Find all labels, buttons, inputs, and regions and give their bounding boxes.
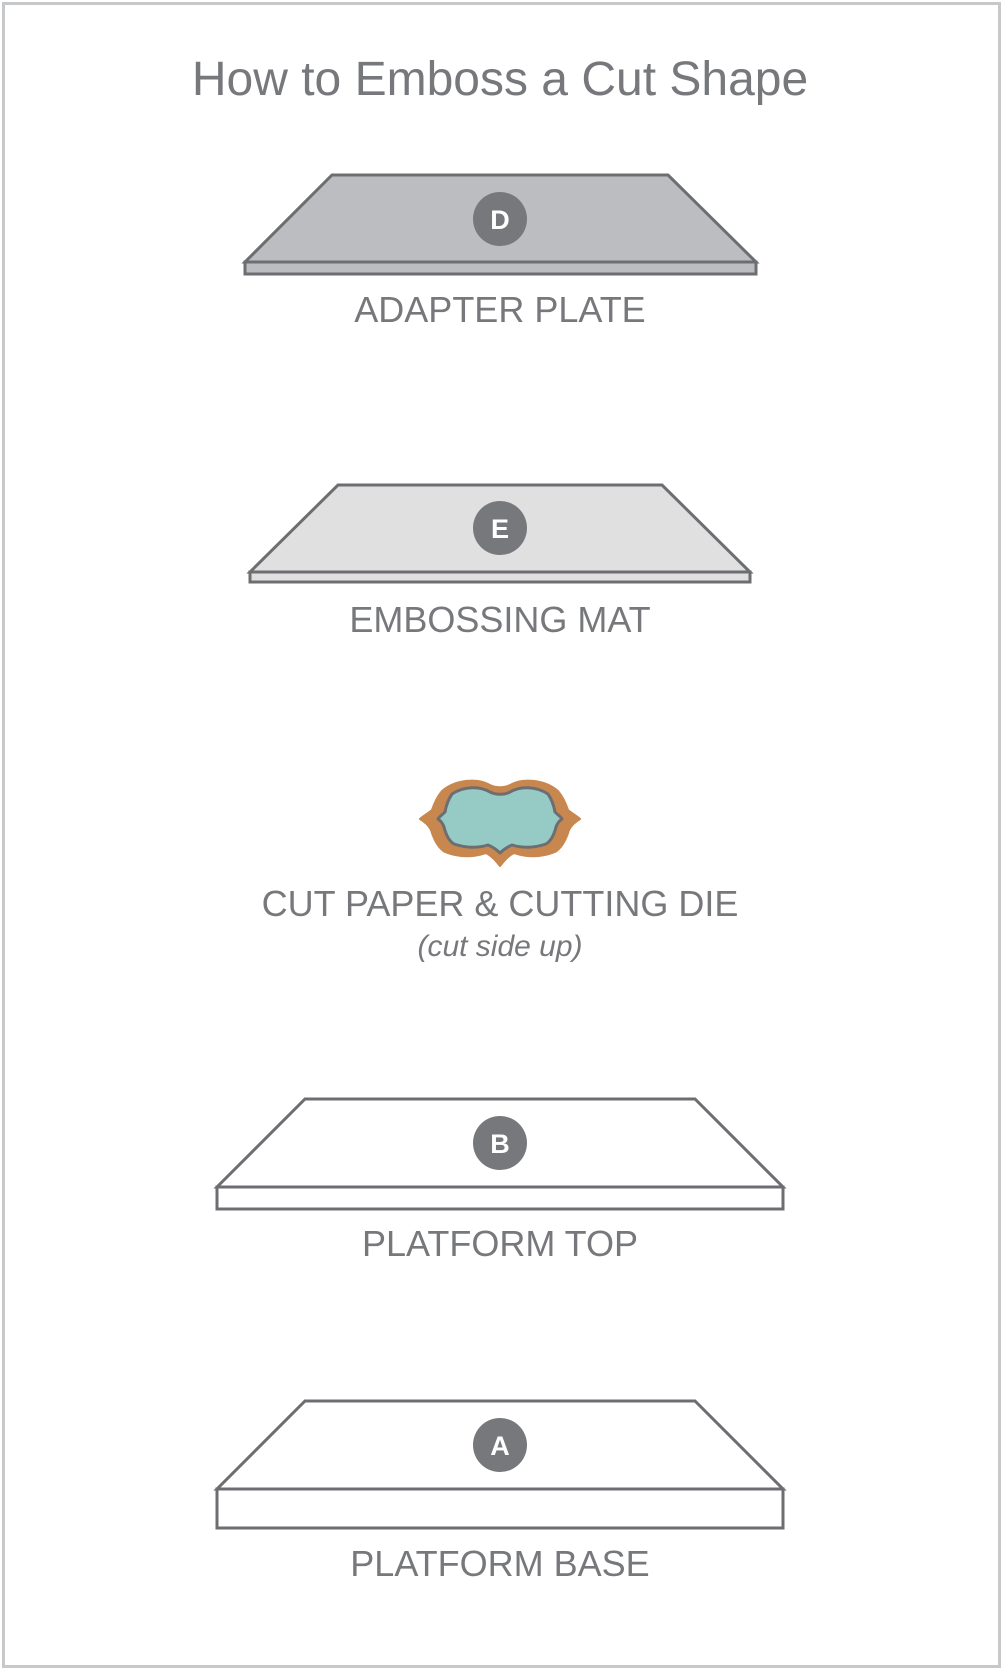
cut-paper-die-label: CUT PAPER & CUTTING DIE	[262, 883, 739, 924]
platform-base-badge-letter: A	[490, 1431, 510, 1461]
platform-top-label: PLATFORM TOP	[362, 1223, 638, 1264]
platform-base-layer: A PLATFORM BASE	[213, 1399, 787, 1584]
embossing-mat-badge-letter: E	[491, 514, 509, 544]
platform-top-layer: B PLATFORM TOP	[213, 1097, 787, 1264]
adapter-plate-label: ADAPTER PLATE	[354, 289, 645, 330]
platform-top-badge-letter: B	[490, 1129, 510, 1159]
platform-base-badge	[473, 1418, 527, 1472]
platform-base-label: PLATFORM BASE	[350, 1543, 649, 1584]
adapter-plate-badge	[473, 192, 527, 246]
embossing-mat-label: EMBOSSING MAT	[349, 599, 650, 640]
cut-side-up-note: (cut side up)	[417, 930, 582, 963]
embossing-mat-layer: E EMBOSSING MAT	[246, 483, 754, 640]
embossing-mat-badge	[473, 501, 527, 555]
cut-paper-die-layer: CUT PAPER & CUTTING DIE (cut side up)	[262, 779, 739, 963]
page-title: How to Emboss a Cut Shape	[192, 53, 808, 106]
adapter-plate-badge-letter: D	[490, 205, 510, 235]
embossing-mat-edge	[248, 570, 752, 584]
platform-base-edge	[215, 1487, 785, 1530]
cut-paper-shape	[436, 786, 564, 855]
adapter-plate-layer: D ADAPTER PLATE	[241, 173, 760, 330]
adapter-plate-edge	[243, 260, 758, 276]
platform-top-badge	[473, 1116, 527, 1170]
platform-top-edge	[215, 1185, 785, 1211]
